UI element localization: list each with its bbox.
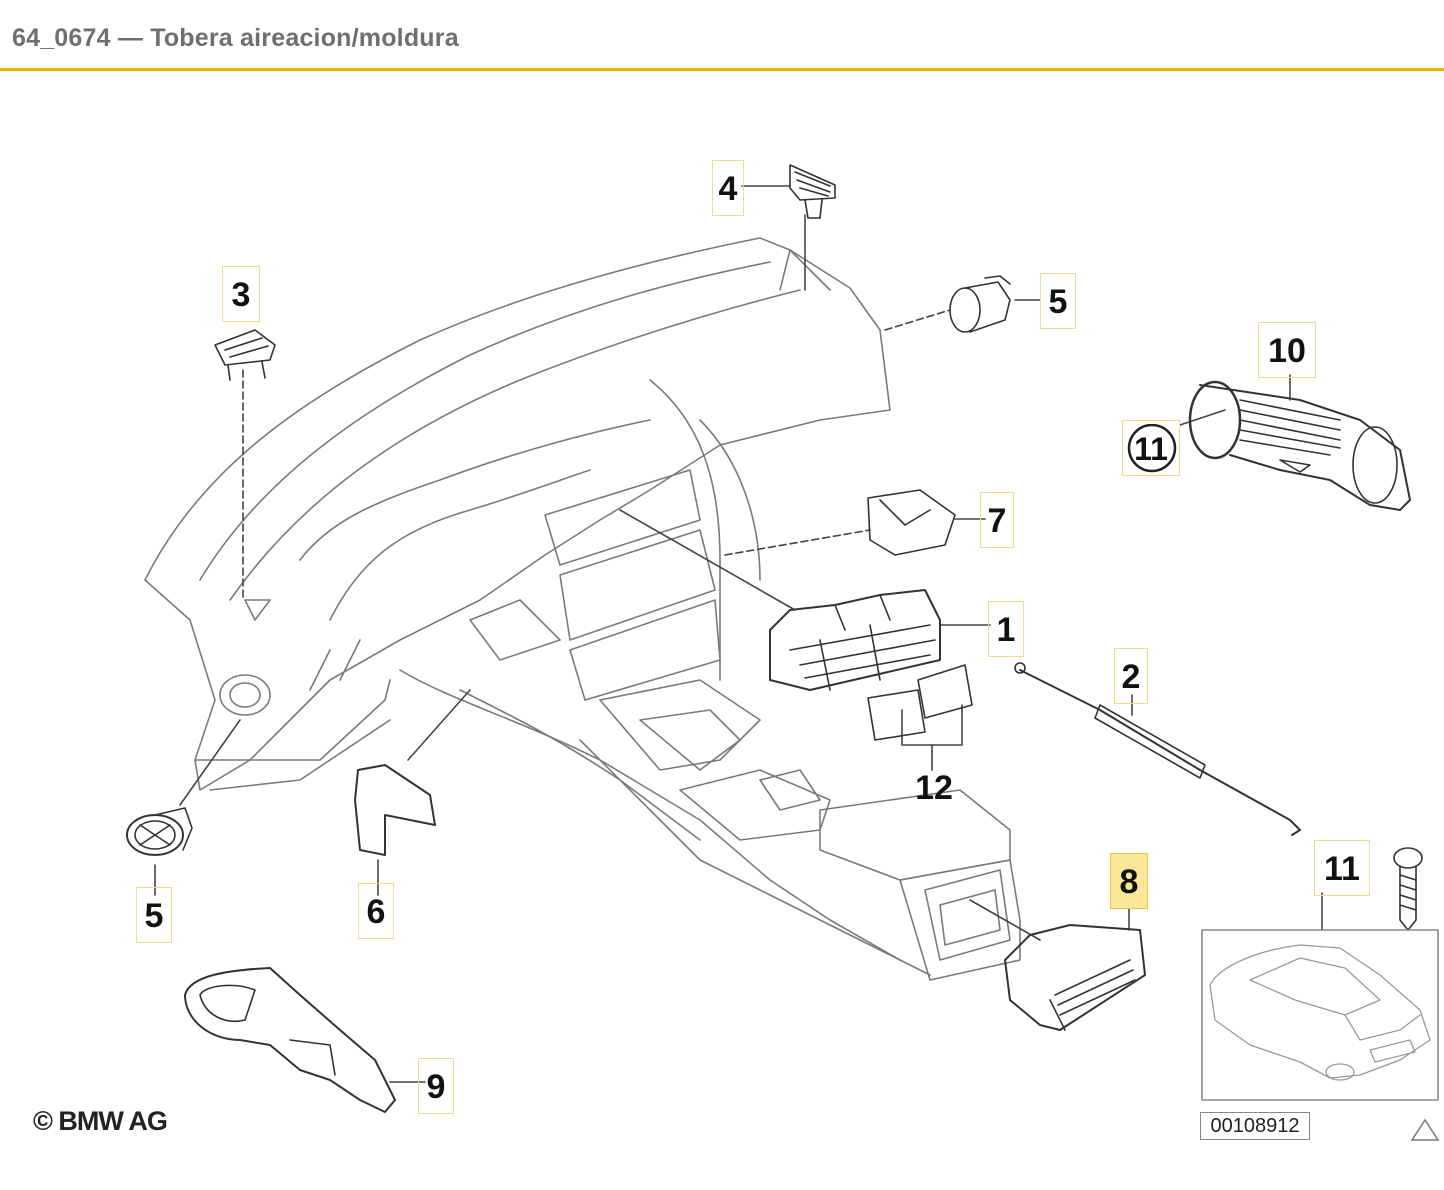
callout-11-circled[interactable]: 11 (1122, 420, 1180, 476)
warning-triangle-icon[interactable] (1410, 1118, 1440, 1142)
car-silhouette-icon (1209, 944, 1431, 1081)
callout-7[interactable]: 7 (980, 492, 1014, 548)
callout-8-highlighted[interactable]: 8 (1110, 853, 1148, 909)
dashboard-outline (144, 237, 891, 791)
circled-11-ring (1127, 424, 1177, 473)
part-12-pad-a (867, 689, 926, 741)
part-3-grille (214, 329, 276, 366)
car-inset-box (1201, 929, 1439, 1101)
center-console (544, 469, 701, 566)
part-6-bracket (354, 764, 436, 856)
page-title: 64_0674 — Tobera aireacion/moldura (12, 24, 459, 52)
callout-5-bottom[interactable]: 5 (136, 887, 172, 943)
part-4-grille (789, 164, 836, 201)
copyright-label: © BMW AG (33, 1106, 168, 1136)
part-12-pad-b (917, 664, 973, 719)
part-1-center-vent (769, 589, 941, 691)
callout-1[interactable]: 1 (988, 601, 1024, 657)
parts-diagram (126, 164, 1439, 1113)
part-8-rear-vent (1004, 924, 1146, 1031)
callout-10[interactable]: 10 (1258, 322, 1316, 378)
callout-5-top[interactable]: 5 (1040, 273, 1076, 329)
callout-4[interactable]: 4 (712, 160, 744, 216)
screw-icon (1393, 847, 1423, 931)
callout-6[interactable]: 6 (358, 883, 394, 939)
callout-9[interactable]: 9 (418, 1058, 454, 1114)
callout-2[interactable]: 2 (1114, 648, 1148, 704)
callout-12[interactable]: 12 (915, 769, 953, 807)
page-header: 64_0674 — Tobera aireacion/moldura (0, 0, 1444, 71)
part-5-top-cylinder (949, 287, 981, 333)
part-7-bracket (867, 489, 956, 556)
callout-3[interactable]: 3 (222, 266, 260, 322)
part-2-cable (1019, 669, 1301, 836)
part-9-trim (184, 967, 396, 1113)
doc-number: 00108912 (1200, 1112, 1310, 1140)
callout-11-screw[interactable]: 11 (1314, 840, 1370, 896)
